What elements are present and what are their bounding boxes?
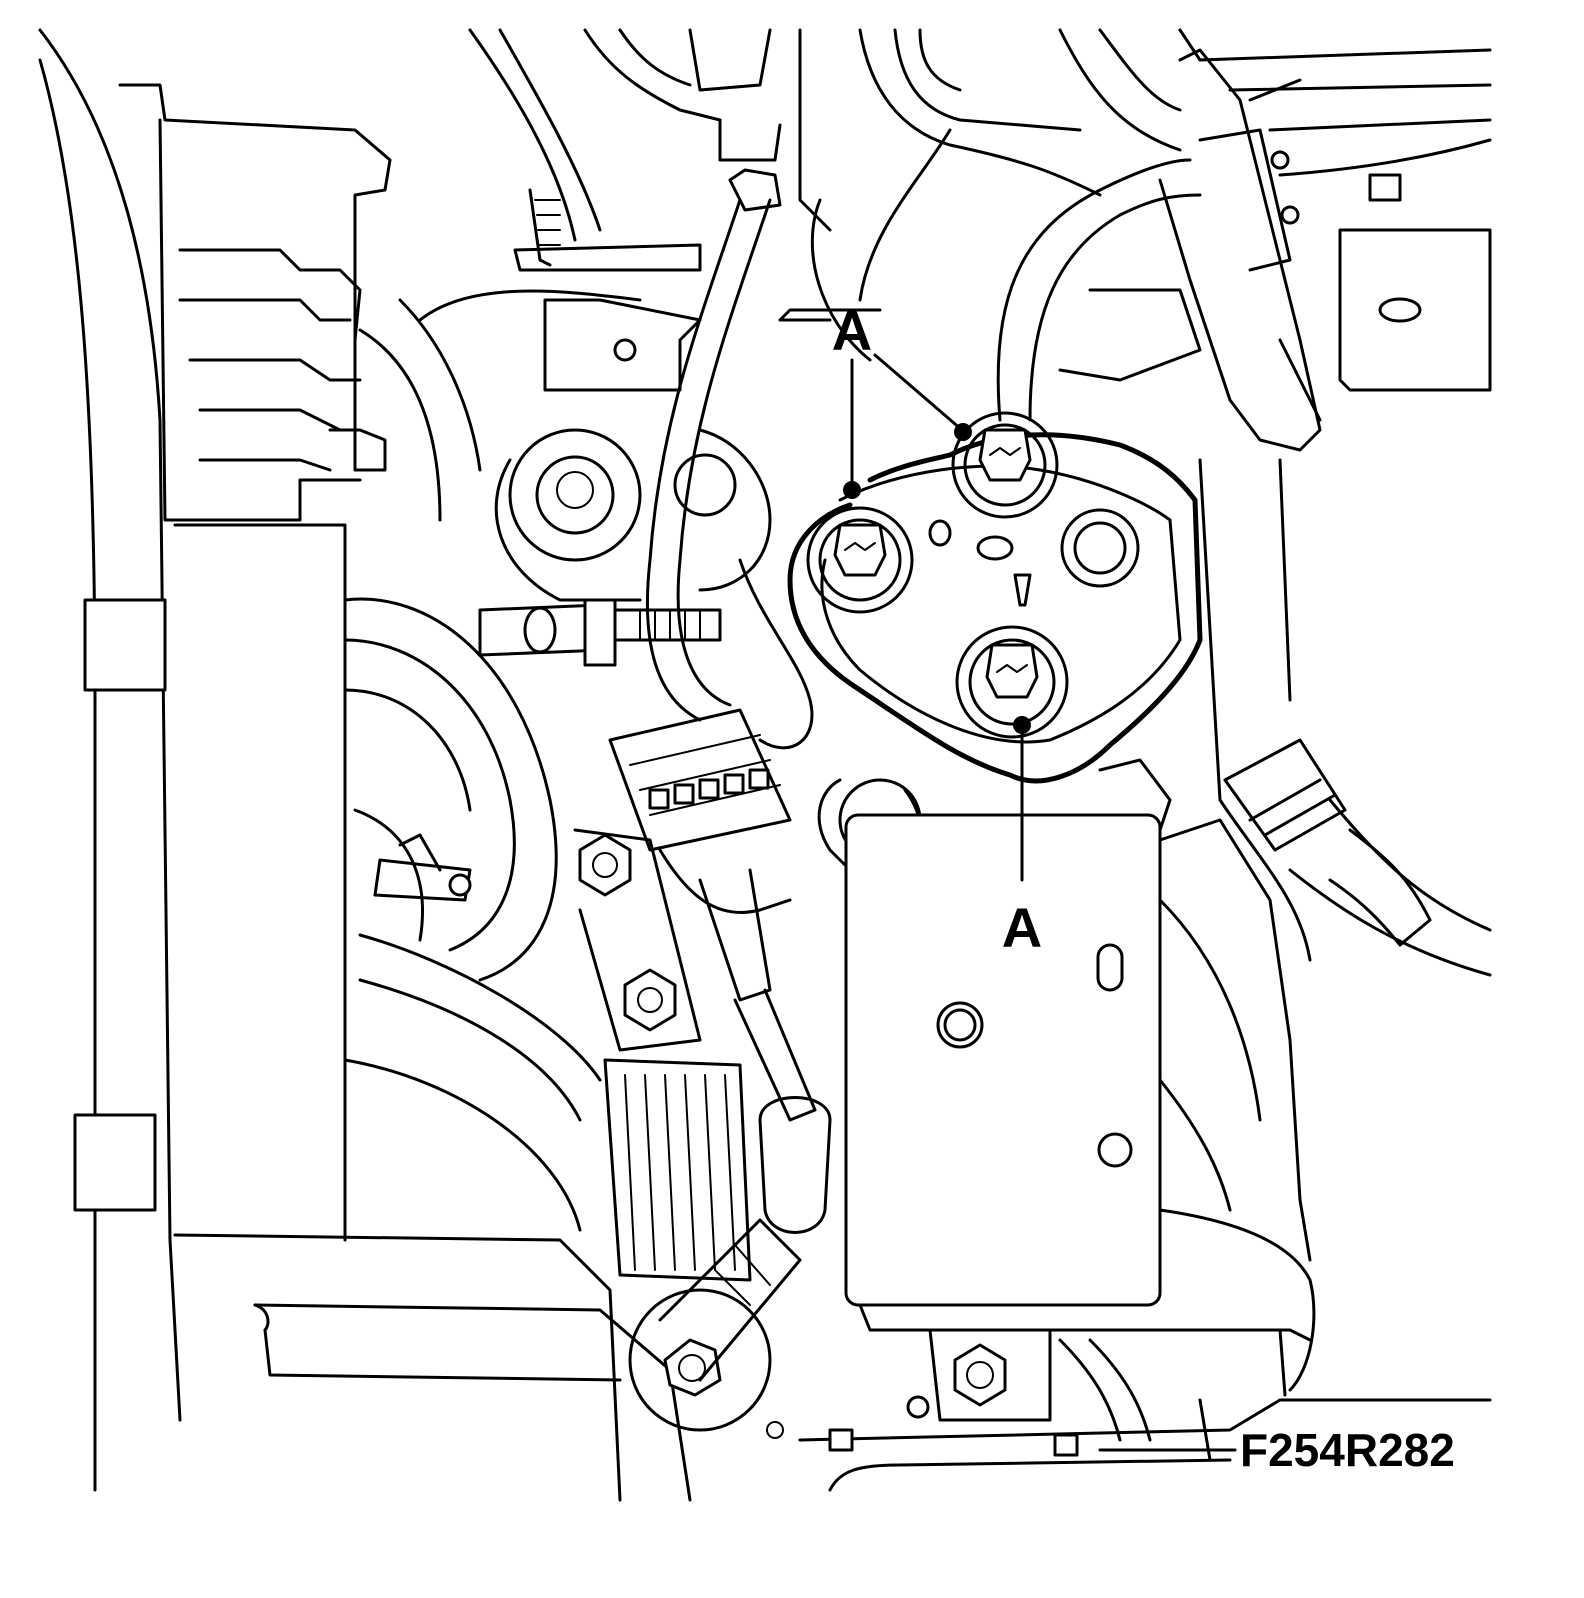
control-module-plate [844,813,1312,1307]
mid-left-parts [358,188,722,667]
mounting-bracket [787,411,1203,784]
radiator-frame [38,28,692,1502]
callout-a-bottom: A [1002,716,1042,959]
upper-hoses [468,28,1492,452]
callout-a-bottom-label: A [1002,896,1042,959]
figure-id-label: F254R282 [1240,1424,1455,1476]
callout-a-top-label: A [832,299,872,362]
pulleys [343,597,802,1439]
figure-id: F254R282 [1098,1424,1455,1476]
wiring-harness-right [1223,738,1492,977]
engine-block [673,128,1312,962]
lower-housing [798,1208,1492,1492]
callout-a-top: A [832,299,972,499]
sensor-cable [608,118,832,1234]
